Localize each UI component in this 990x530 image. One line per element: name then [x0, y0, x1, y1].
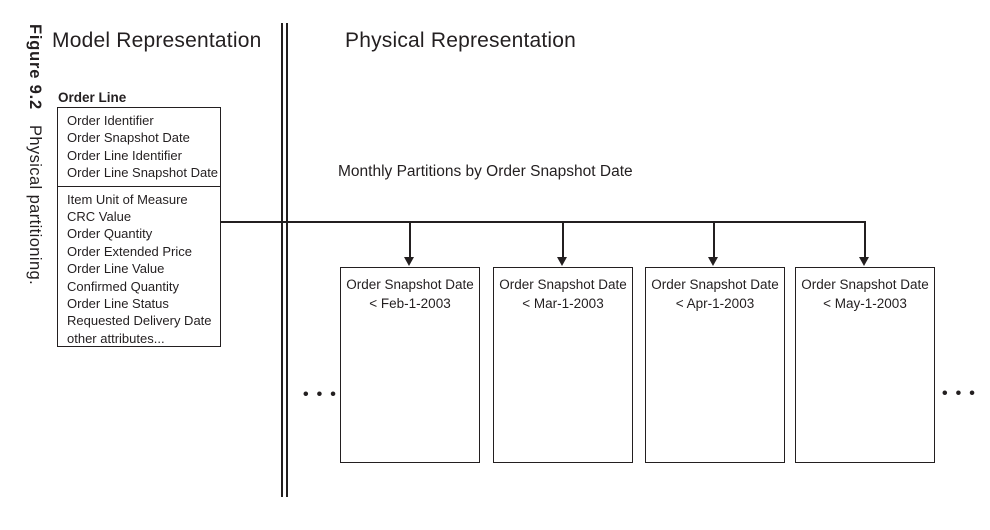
partition-criteria-line1: Order Snapshot Date	[801, 277, 929, 292]
entity-attribute: CRC Value	[67, 209, 132, 225]
entity-attribute: Confirmed Quantity	[67, 278, 179, 294]
entity-attribute: Order Quantity	[67, 226, 153, 242]
entity-attribute: Order Snapshot Date	[67, 130, 190, 146]
entity-name-order-line: Order Line	[58, 90, 127, 105]
entity-key-attributes: Order Identifier Order Snapshot Date Ord…	[58, 108, 220, 187]
entity-non-key-attributes: Item Unit of Measure CRC Value Order Qua…	[58, 187, 220, 352]
partition-criteria-line1: Order Snapshot Date	[346, 277, 474, 292]
entity-attribute: Order Line Value	[67, 261, 165, 277]
monthly-partitions-label: Monthly Partitions by Order Snapshot Dat…	[338, 163, 633, 180]
entity-box-order-line: Order Identifier Order Snapshot Date Ord…	[57, 107, 221, 347]
physical-representation-title: Physical Representation	[345, 29, 577, 52]
partition-box-mar-2003: Order Snapshot Date < Mar-1-2003	[493, 267, 633, 463]
ellipsis-more-partitions-right: •••	[942, 385, 983, 402]
partition-box-may-2003: Order Snapshot Date < May-1-2003	[795, 267, 935, 463]
partition-box-apr-2003: Order Snapshot Date < Apr-1-2003	[645, 267, 785, 463]
entity-attribute: other attributes...	[67, 330, 165, 346]
partition-criteria-line2: < May-1-2003	[823, 296, 907, 311]
arrowhead-icon	[557, 257, 568, 266]
model-representation-title: Model Representation	[52, 29, 262, 52]
figure-caption-text: Physical partitioning.	[26, 124, 44, 286]
arrowhead-icon	[708, 257, 719, 266]
arrowhead-icon	[859, 257, 870, 266]
entity-attribute: Item Unit of Measure	[67, 191, 188, 207]
arrowhead-icon	[404, 257, 415, 266]
partition-criteria-line1: Order Snapshot Date	[651, 277, 779, 292]
entity-attribute: Requested Delivery Date	[67, 313, 212, 329]
entity-attribute: Order Line Identifier	[67, 147, 182, 163]
entity-attribute: Order Line Status	[67, 296, 169, 312]
partition-criteria-line2: < Apr-1-2003	[675, 296, 755, 311]
partition-box-feb-2003: Order Snapshot Date < Feb-1-2003	[340, 267, 480, 463]
ellipsis-more-partitions-left: •••	[303, 386, 344, 403]
figure-caption-vertical: Figure 9.2 Physical partitioning.	[22, 24, 44, 384]
entity-attribute: Order Extended Price	[67, 243, 193, 259]
down-arrow-icon	[404, 221, 415, 266]
section-divider-double-rule	[281, 23, 288, 497]
down-arrow-icon	[859, 221, 870, 266]
figure-number: Figure 9.2	[26, 24, 44, 110]
partition-criteria-line2: < Feb-1-2003	[369, 296, 451, 311]
entity-attribute: Order Identifier	[67, 113, 154, 128]
down-arrow-icon	[557, 221, 568, 266]
down-arrow-icon	[708, 221, 719, 266]
partition-criteria-line2: < Mar-1-2003	[522, 296, 604, 311]
connector-line-horizontal	[221, 221, 866, 223]
partition-criteria-line1: Order Snapshot Date	[499, 277, 627, 292]
entity-attribute: Order Line Snapshot Date	[67, 165, 219, 181]
